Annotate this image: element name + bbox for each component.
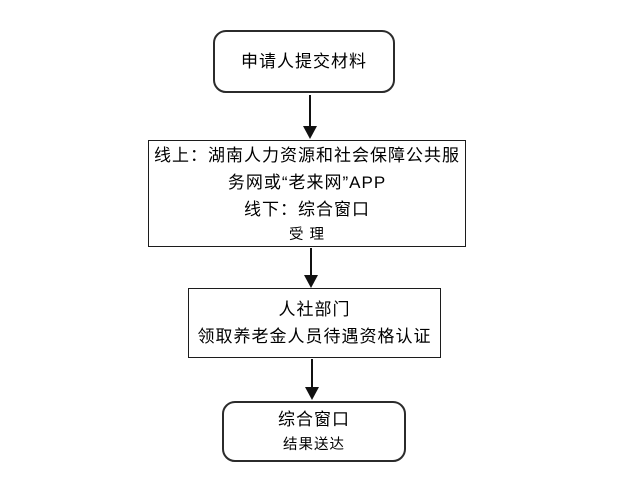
flow-arrow-3 bbox=[305, 359, 319, 400]
flow-node-result-delivery: 综合窗口 结果送达 bbox=[222, 401, 406, 462]
node-label: 领取养老金人员待遇资格认证 bbox=[197, 327, 432, 346]
node-label: 线上：湖南人力资源和社会保障公共服 bbox=[154, 145, 460, 165]
arrow-head-down-icon bbox=[303, 126, 317, 139]
node-label: 综合窗口 bbox=[278, 409, 350, 429]
node-label: 结果送达 bbox=[283, 436, 345, 453]
node-label: 申请人提交材料 bbox=[241, 52, 367, 71]
arrow-shaft bbox=[311, 359, 313, 387]
flow-arrow-2 bbox=[304, 248, 318, 288]
arrow-head-down-icon bbox=[304, 275, 318, 288]
node-label: 人社部门 bbox=[278, 300, 351, 319]
flow-arrow-1 bbox=[303, 95, 317, 139]
flow-node-acceptance: 线上：湖南人力资源和社会保障公共服 务网或“老来网”APP 线下：综合窗口 受 … bbox=[148, 140, 466, 247]
arrow-shaft bbox=[309, 95, 311, 126]
arrow-head-down-icon bbox=[305, 387, 319, 400]
arrow-shaft bbox=[310, 248, 312, 275]
node-label: 线下：综合窗口 bbox=[244, 199, 370, 219]
flow-node-applicant-submit: 申请人提交材料 bbox=[213, 30, 395, 93]
flow-node-certification: 人社部门 领取养老金人员待遇资格认证 bbox=[188, 288, 441, 358]
node-label: 受 理 bbox=[288, 226, 326, 243]
node-label: 务网或“老来网”APP bbox=[227, 172, 387, 192]
